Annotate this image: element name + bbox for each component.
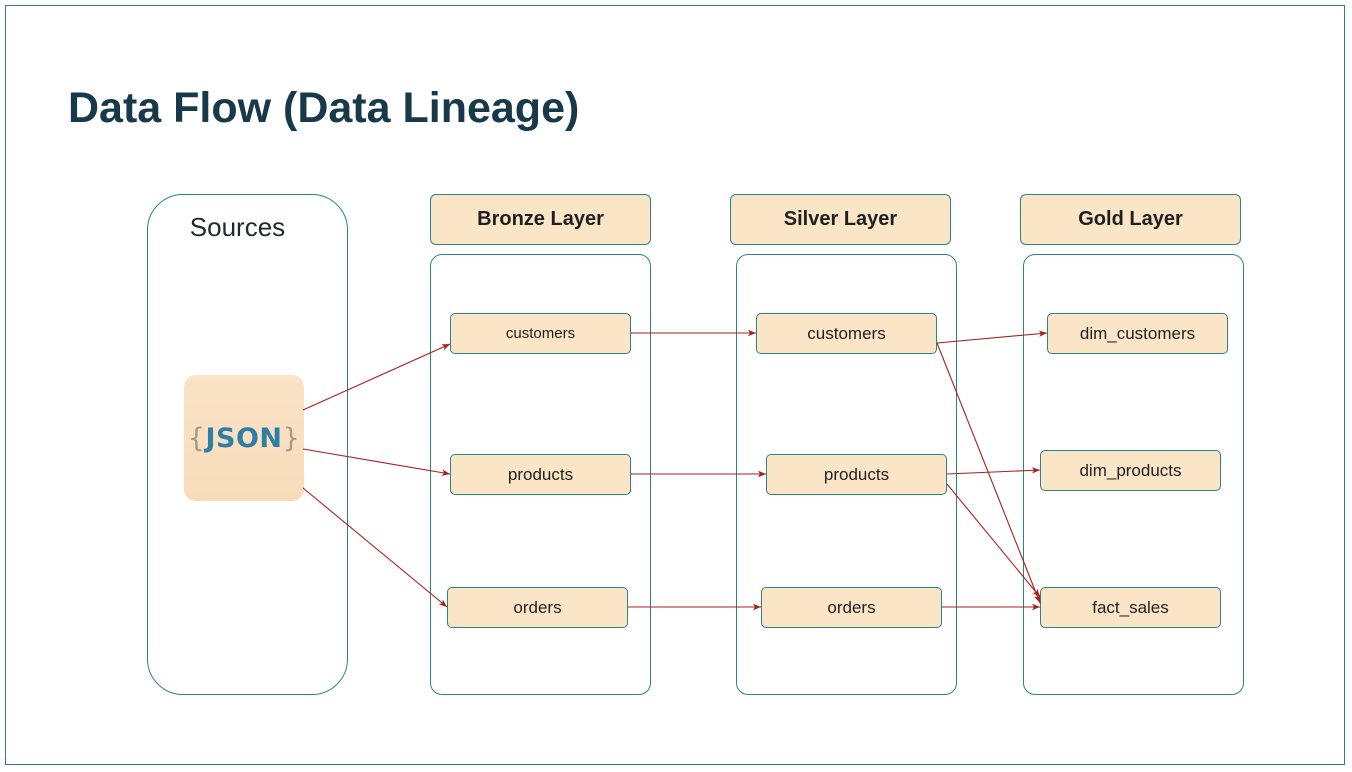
bronze-layer-header: Bronze Layer: [430, 194, 651, 245]
sources-panel: Sources: [147, 194, 348, 695]
silver-layer-header: Silver Layer: [730, 194, 951, 245]
gold-fact-sales-node: fact_sales: [1040, 587, 1221, 628]
silver-orders-node: orders: [761, 587, 942, 628]
silver-products-node: products: [766, 454, 947, 495]
gold-layer-header: Gold Layer: [1020, 194, 1241, 245]
json-logo-icon: {JSON}: [187, 422, 301, 454]
json-source-node: {JSON}: [184, 375, 304, 501]
bronze-products-node: products: [450, 454, 631, 495]
slide-frame: [5, 5, 1345, 765]
gold-dim-products-node: dim_products: [1040, 450, 1221, 491]
bronze-orders-node: orders: [447, 587, 628, 628]
gold-dim-customers-node: dim_customers: [1047, 313, 1228, 354]
silver-customers-node: customers: [756, 313, 937, 354]
bronze-customers-node: customers: [450, 313, 631, 354]
page-title: Data Flow (Data Lineage): [68, 84, 580, 132]
sources-label: Sources: [189, 212, 286, 242]
